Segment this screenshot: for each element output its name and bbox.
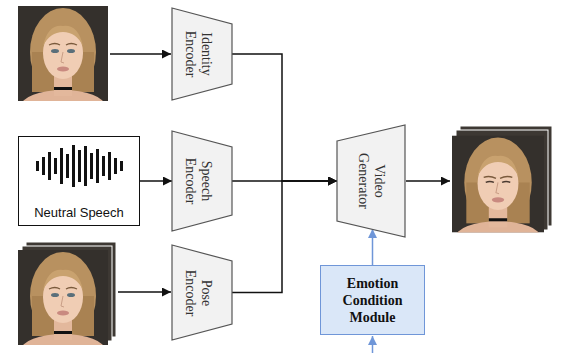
encoder-block: Speech Encoder <box>172 131 232 231</box>
connector-arrow <box>372 229 374 265</box>
image-arrow <box>406 180 450 182</box>
pose-frames <box>18 242 116 353</box>
image-arrow <box>118 291 171 293</box>
face-image <box>452 135 544 254</box>
source-face <box>18 6 108 122</box>
trapezoid-shape <box>172 131 232 231</box>
waveform <box>36 145 123 187</box>
encoder-block: Pose Encoder <box>172 245 232 340</box>
speech-input-box: Neutral Speech <box>18 136 140 226</box>
encoder-block: Identity Encoder <box>172 8 232 100</box>
trapezoid-shape <box>337 125 405 237</box>
block-label: Pose Encoder <box>182 267 214 319</box>
block-label: Identity Encoder <box>182 28 214 80</box>
block-label: Emotion Condition Module <box>326 275 419 326</box>
connector-arrow <box>140 180 172 182</box>
output-frames <box>452 126 552 254</box>
block-label: Speech Encoder <box>182 155 214 207</box>
trapezoid-shape <box>172 8 232 100</box>
block-label: Video Generator <box>355 148 387 214</box>
generator-block: Video Generator <box>337 125 405 237</box>
input-label: Neutral Speech <box>34 205 124 220</box>
face-image <box>18 250 108 353</box>
image-arrow <box>110 53 171 55</box>
face-image <box>18 6 108 122</box>
trapezoid-shape <box>172 245 232 340</box>
condition-input-arrow <box>372 336 374 353</box>
connector-arrow <box>232 54 337 181</box>
condition-module-box: Emotion Condition Module <box>320 265 425 335</box>
image-arrows <box>110 54 450 353</box>
